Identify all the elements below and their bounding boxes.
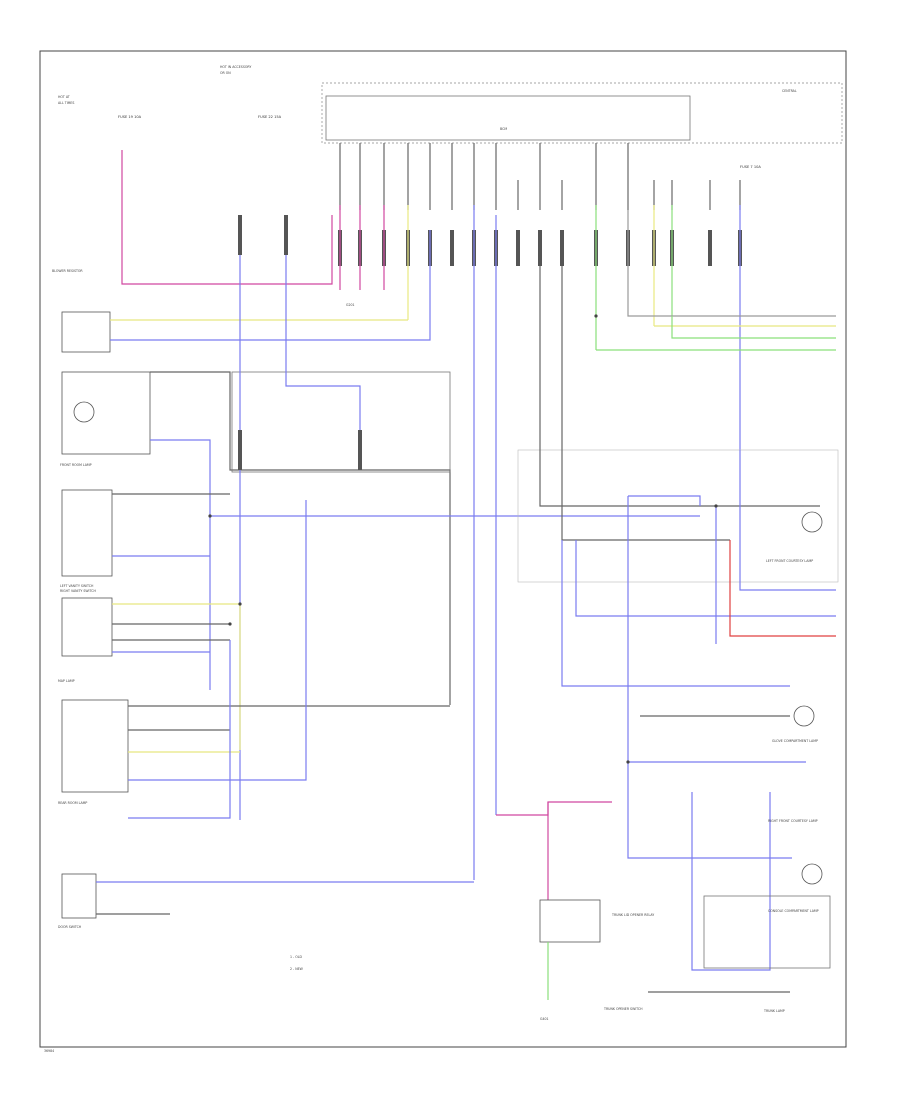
fuse-b-label: FUSE 22 15A <box>258 115 282 119</box>
left-front-courtesy-lamp-label: LEFT FRONT COURTESY LAMP <box>766 559 813 563</box>
right-blue-run-1 <box>575 540 836 617</box>
pink-feed-wire <box>121 150 333 285</box>
right-blue-run-6 <box>627 496 792 859</box>
lamp-black-wire-1 <box>150 371 451 705</box>
bcm-connector-columns <box>339 143 741 210</box>
top-mid-label-2: OR ON <box>220 71 231 75</box>
left-vanity-switch-box <box>61 489 113 577</box>
top-left-label-2: ALL TIMES <box>58 101 74 105</box>
center-plug-2 <box>358 430 362 470</box>
blower-resistor-box <box>61 311 111 353</box>
fuse-a-label: FUSE 19 10A <box>118 115 142 119</box>
blower-resistor-label: BLOWER RESISTOR <box>52 269 83 273</box>
right-vanity-switch-box <box>61 597 113 657</box>
bcm-inner-label: BCM <box>500 127 507 131</box>
left-vanity-switch-label: LEFT VANITY SWITCH <box>60 584 94 588</box>
front-room-lamp-label: FRONT ROOM LAMP <box>60 463 92 467</box>
center-plug-1 <box>238 430 242 470</box>
center-blue-loop <box>285 255 361 470</box>
glove-compartment-lamp-label: GLOVE COMPARTMENT LAMP <box>772 739 818 743</box>
lamp-blue-wire-1 <box>150 439 211 690</box>
diagram-border <box>39 50 847 1048</box>
right-black-run-2 <box>561 266 730 541</box>
relay-box <box>539 899 601 943</box>
legend-entry-1: 1 - OLD <box>290 955 302 959</box>
glove-compartment-lamp-bulb <box>793 705 815 727</box>
right-vanity-switch-label: RIGHT VANITY SWITCH <box>60 589 96 593</box>
right-blue-run-5 <box>739 450 836 591</box>
connector-plugs-row <box>238 215 742 266</box>
map-lamp-blue-2 <box>128 640 231 819</box>
right-bus-green-1 <box>671 316 836 339</box>
top-mid-label-1: HOT IN ACCESSORY <box>220 65 251 69</box>
console-switch-box <box>703 895 831 969</box>
trunk-lamp-label: TRUNK LAMP <box>763 1009 785 1013</box>
map-lamp-box <box>61 699 129 793</box>
figure-id: 36984 <box>44 1049 54 1053</box>
console-lamp-bulb <box>801 863 823 885</box>
relay-label: TRUNK LID OPENER RELAY <box>611 913 654 917</box>
center-module-box <box>231 371 451 473</box>
junction-block-outline <box>321 82 843 144</box>
right-front-courtesy-lamp-label: RIGHT FRONT COURTESY LAMP <box>768 819 818 823</box>
trunk-opener-switch-label: TRUNK OPENER SWITCH <box>603 1007 643 1011</box>
blue-bus-wire <box>110 230 431 341</box>
front-room-lamp-bulb <box>73 401 95 423</box>
right-blue-box <box>691 792 771 971</box>
junction-dots <box>208 314 718 764</box>
ground-g401-label: G401 <box>540 1017 549 1021</box>
rear-room-lamp-label: REAR ROOM LAMP <box>58 801 87 805</box>
map-lamp-blue <box>128 500 307 781</box>
legend-entry-2: 2 - NEW <box>290 967 304 971</box>
relay-pink-feed <box>496 801 612 816</box>
right-vanity-yellow <box>112 603 241 750</box>
bcm-box <box>325 95 691 141</box>
ground-g201-label: G201 <box>346 303 355 307</box>
map-lamp-label: MAP LAMP <box>58 679 75 683</box>
right-red-wire <box>729 540 836 637</box>
left-front-courtesy-lamp-bulb <box>801 511 823 533</box>
right-thin-outline <box>517 449 839 583</box>
right-blue-run-3 <box>628 495 701 506</box>
right-bus-white <box>627 210 836 317</box>
top-right-label: CENTRAL <box>782 89 797 93</box>
fuse-c-label: FUSE 7 10A <box>740 165 761 169</box>
right-blue-run-2 <box>561 540 790 687</box>
top-left-label-1: HOT AT <box>58 95 70 99</box>
door-switch-label: DOOR SWITCH <box>58 925 82 929</box>
door-switch-box <box>61 873 97 919</box>
console-lamp-label: CONSOLE COMPARTMENT LAMP <box>768 909 819 913</box>
right-black-run-1 <box>539 266 820 507</box>
